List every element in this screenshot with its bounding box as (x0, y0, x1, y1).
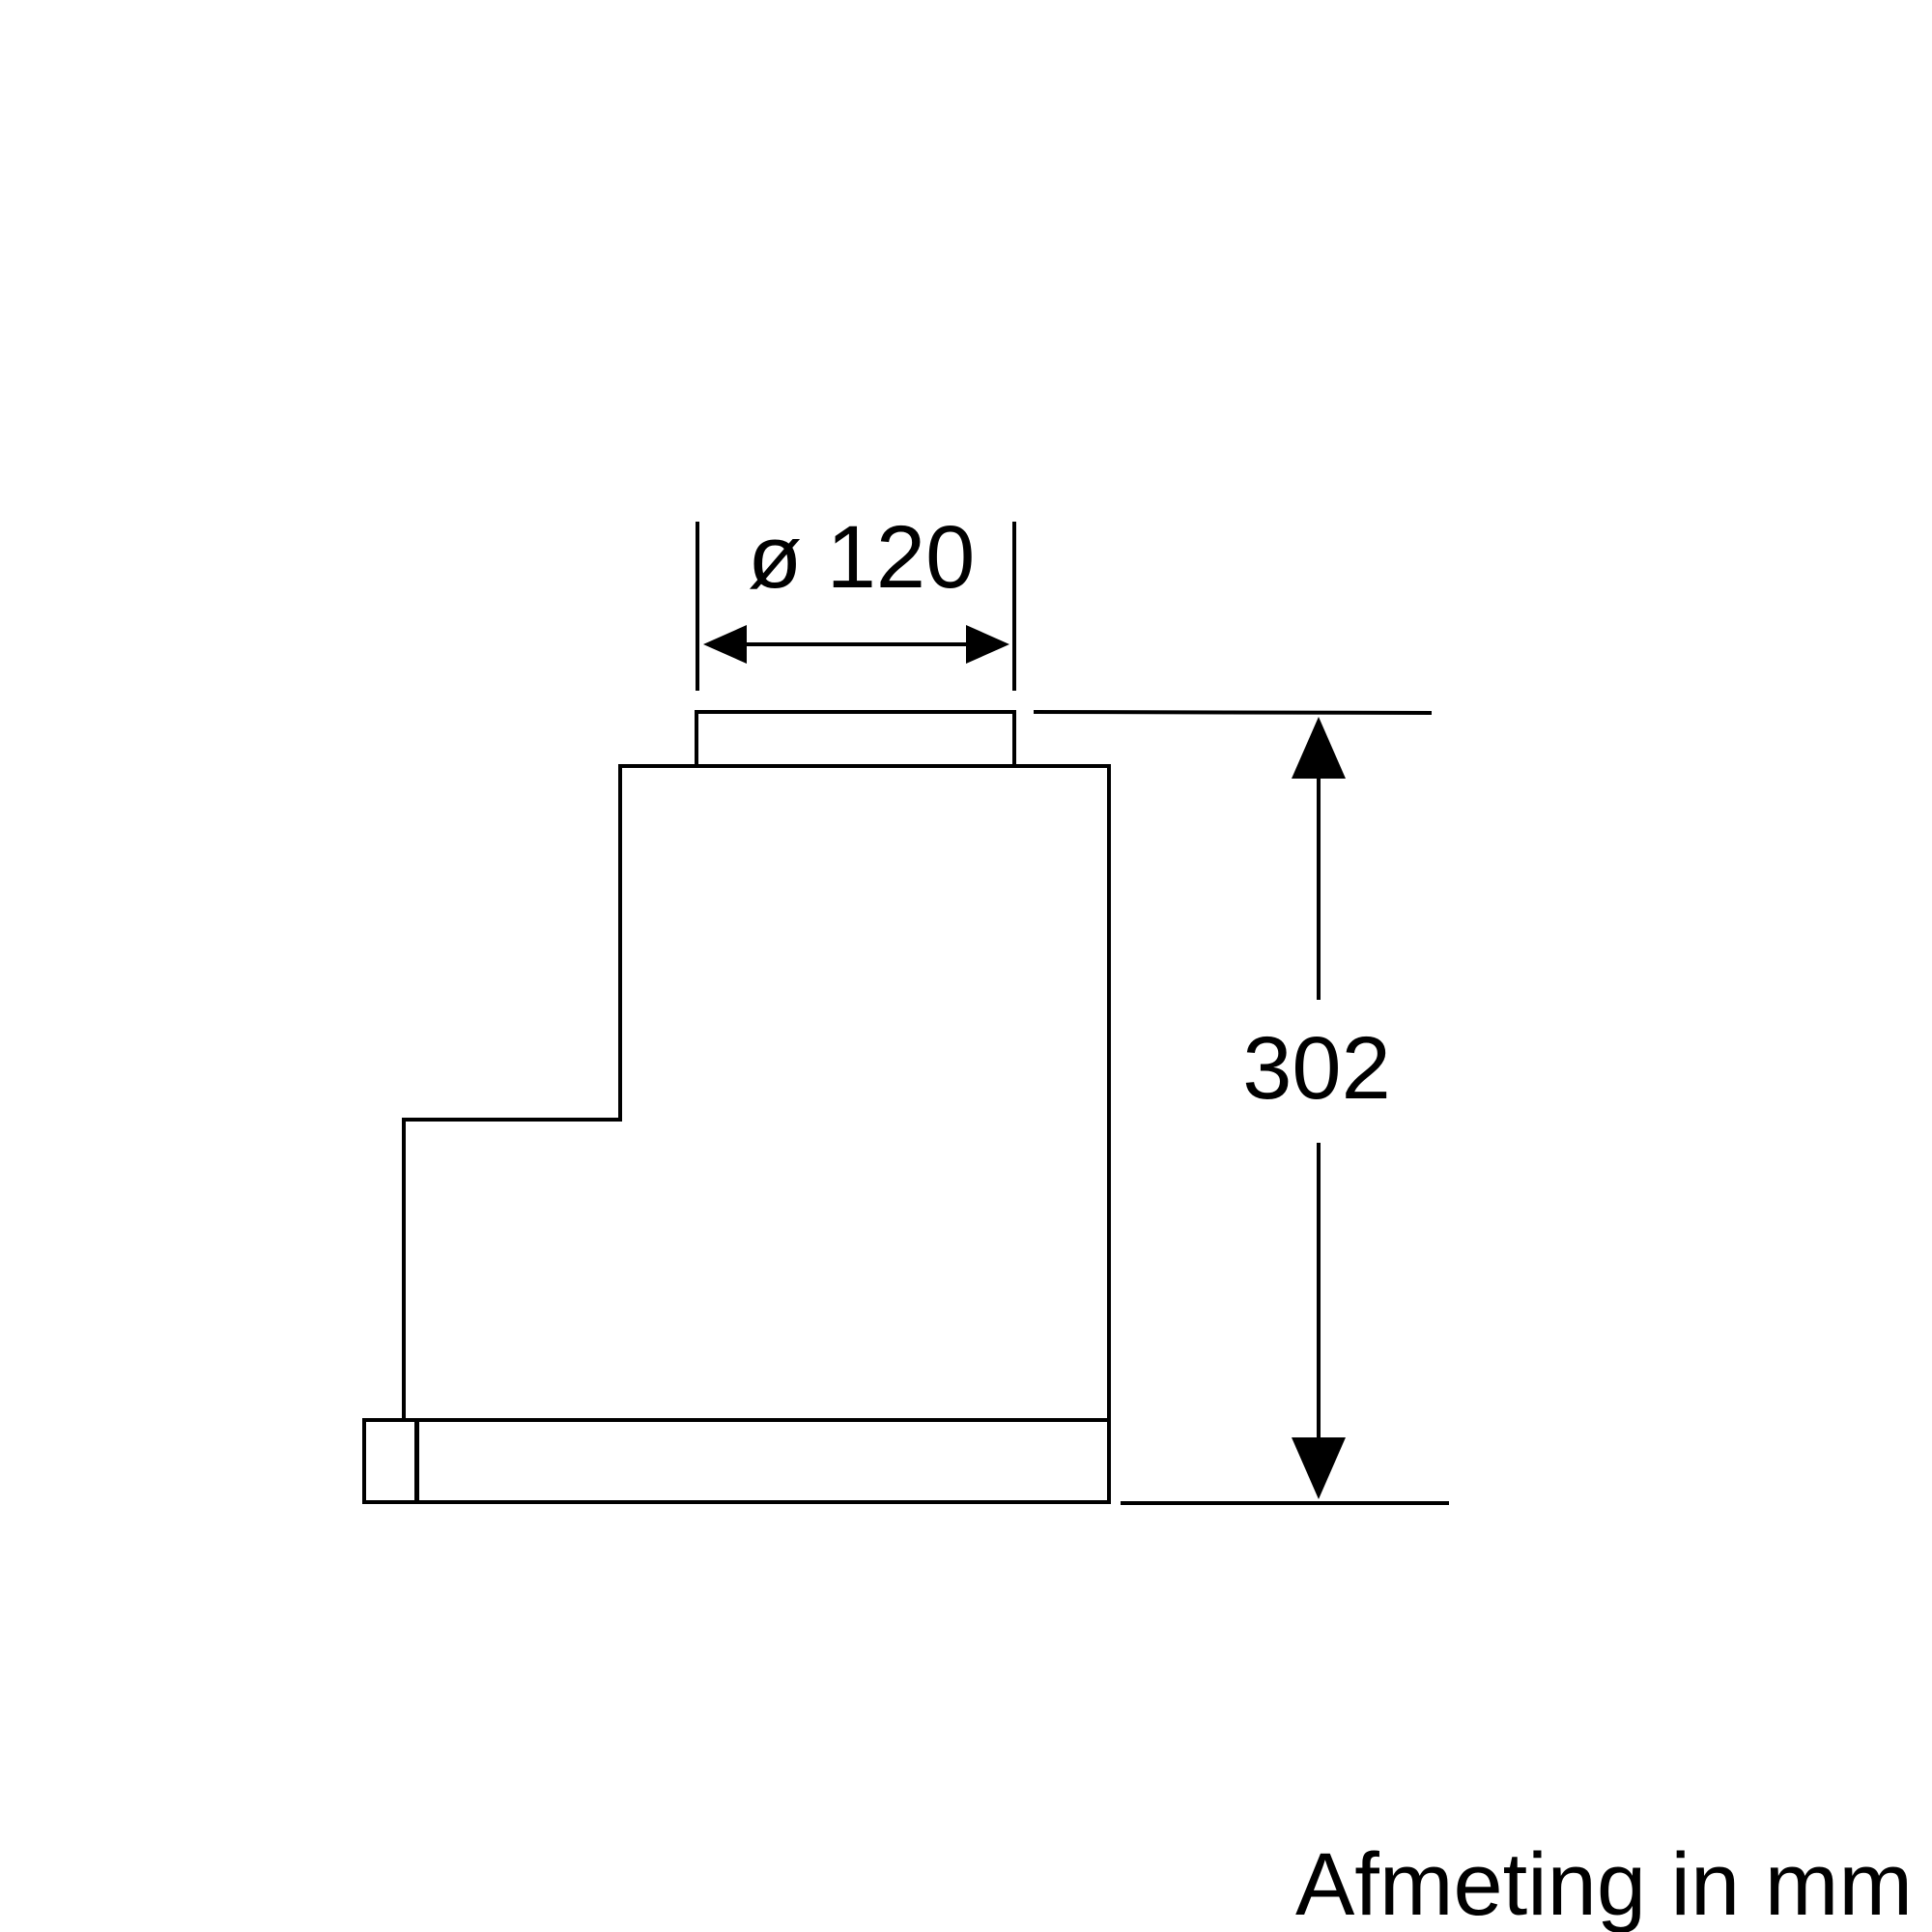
height-arrow-top (1292, 717, 1346, 779)
diameter-arrow-right (966, 625, 1009, 664)
diameter-arrow-left (703, 625, 747, 664)
height-extension-top (1033, 710, 1433, 715)
duct-connector (695, 710, 1016, 768)
height-label: 302 (1242, 1019, 1391, 1118)
duct-diameter-label: ø 120 (748, 508, 975, 607)
front-panel (415, 1418, 1111, 1504)
hood-body-outline (402, 764, 1111, 1418)
units-caption: Afmeting in mm (1295, 1835, 1913, 1932)
front-handle (362, 1418, 418, 1504)
height-arrow-bottom (1292, 1437, 1346, 1499)
